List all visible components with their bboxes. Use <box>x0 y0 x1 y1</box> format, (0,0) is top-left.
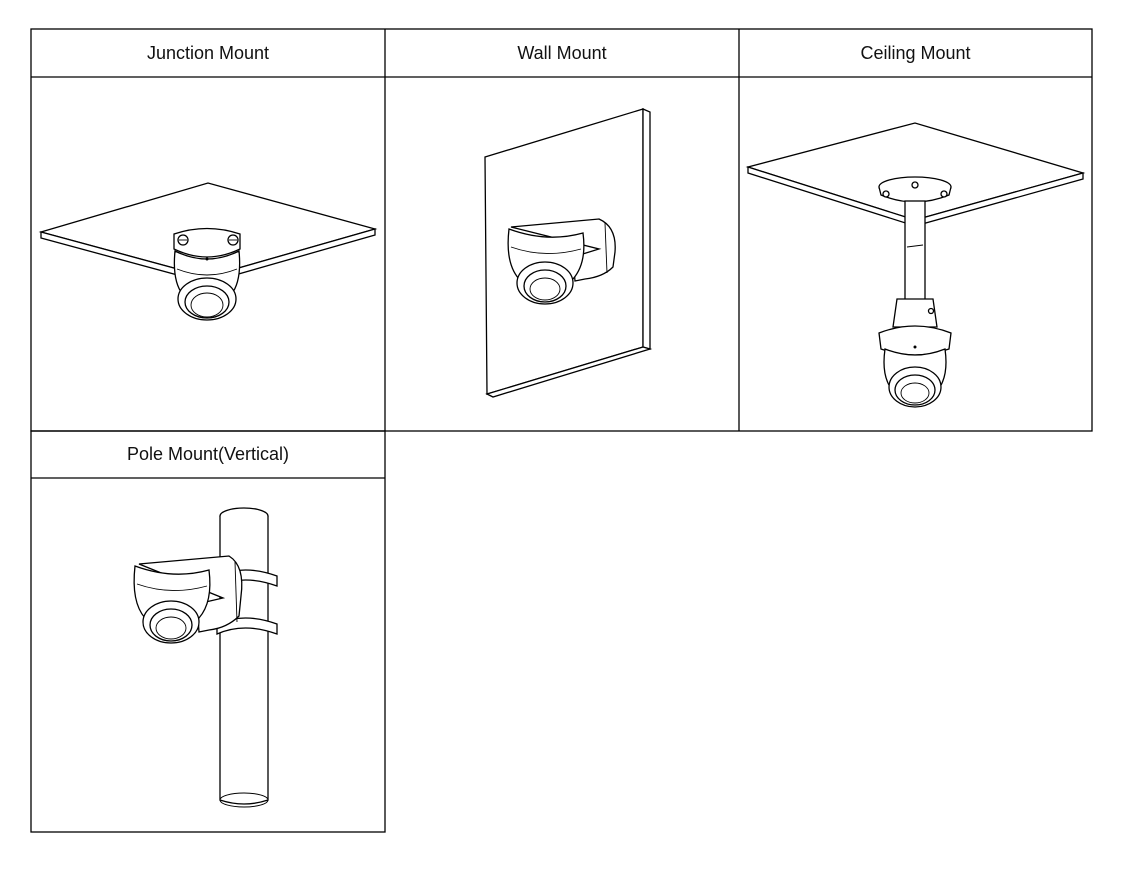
ceiling-mount-illustration <box>745 122 1086 408</box>
wall-mount-illustration <box>484 108 653 398</box>
junction-mount-illustration <box>38 182 378 321</box>
ceiling-mount-header: Ceiling Mount <box>860 42 971 63</box>
junction-mount-header: Junction Mount <box>146 42 270 63</box>
wall-mount-header: Wall Mount <box>517 42 607 63</box>
pole-mount-header: Pole Mount(Vertical) <box>126 444 290 464</box>
pole-mount-illustration <box>133 507 278 808</box>
